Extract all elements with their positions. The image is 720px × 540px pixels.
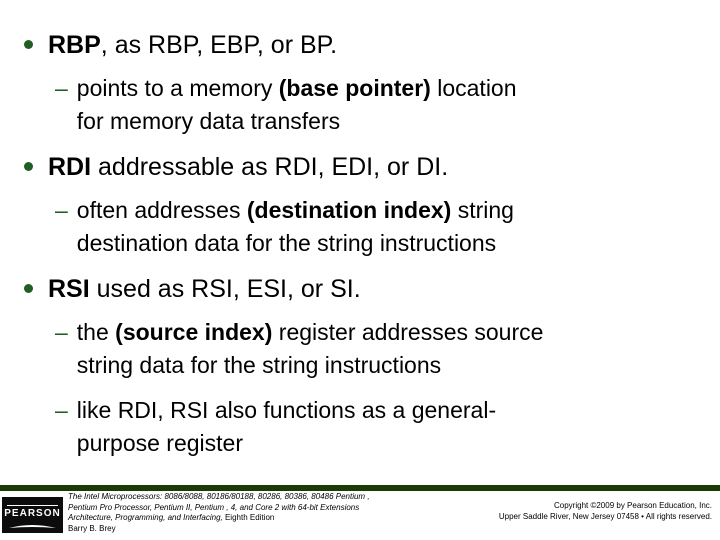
slide-body: RBP, as RBP, EBP, or BP. – points to a m… (22, 28, 682, 472)
sub-item-source-index: – the (source index) register addresses … (55, 316, 682, 382)
sub-item-general-purpose: – like RDI, RSI also functions as a gene… (55, 394, 682, 460)
book-edition: Eighth Edition (222, 513, 275, 522)
sub-text: the (source index) register addresses so… (77, 316, 547, 382)
dash-icon: – (55, 197, 68, 223)
bullet-item-rdi: RDI addressable as RDI, EDI, or DI. (22, 150, 682, 184)
bullet-text: RDI addressable as RDI, EDI, or DI. (48, 150, 448, 184)
bullet-text: RBP, as RBP, EBP, or BP. (48, 28, 337, 62)
sub-text-pre: like RDI, RSI also functions as a genera… (76, 397, 497, 456)
footer-divider-bar (0, 485, 720, 491)
sub-item-destination-index: – often addresses (destination index) st… (55, 194, 682, 260)
sub-text-bold: (source index) (115, 319, 273, 345)
dash-icon: – (55, 319, 68, 345)
sub-text: points to a memory (base pointer) locati… (77, 72, 547, 138)
sub-text: often addresses (destination index) stri… (77, 194, 547, 260)
copyright-line1: Copyright ©2009 by Pearson Education, In… (554, 501, 712, 510)
sub-text-post: string destination data for the string i… (76, 197, 514, 256)
sub-item-base-pointer: – points to a memory (base pointer) loca… (55, 72, 682, 138)
pearson-swoosh-icon (9, 525, 56, 528)
bullet-dot-icon (24, 284, 33, 293)
sub-text-bold: (destination index) (246, 197, 452, 223)
sub-text-post: location for memory data transfers (76, 75, 517, 134)
sub-text: like RDI, RSI also functions as a genera… (77, 394, 547, 460)
bullet-rest: addressable as RDI, EDI, or DI. (91, 153, 449, 181)
footer-copyright: Copyright ©2009 by Pearson Education, In… (499, 500, 712, 522)
copyright-line2: Upper Saddle River, New Jersey 07458 • A… (498, 512, 712, 521)
bullet-item-rbp: RBP, as RBP, EBP, or BP. (22, 28, 682, 62)
dash-icon: – (55, 75, 68, 101)
bullet-rest: used as RSI, ESI, or SI. (89, 275, 361, 303)
bullet-rest: , as RBP, EBP, or BP. (100, 31, 338, 59)
sub-text-post: register addresses source string data fo… (76, 319, 544, 378)
book-subtitle-italic: Architecture, Programming, and Interfaci… (68, 513, 223, 522)
bullet-text: RSI used as RSI, ESI, or SI. (48, 272, 361, 306)
sub-text-pre: often addresses (76, 197, 247, 223)
bullet-keyword: RSI (48, 275, 90, 303)
pearson-logo: PEARSON (2, 497, 63, 533)
book-title-line1: The Intel Microprocessors: 8086/8088, 80… (68, 492, 370, 501)
sub-text-pre: points to a memory (76, 75, 279, 101)
bullet-keyword: RBP (48, 31, 101, 59)
bullet-item-rsi: RSI used as RSI, ESI, or SI. (22, 272, 682, 306)
sub-text-bold: (base pointer) (278, 75, 431, 101)
bullet-dot-icon (24, 162, 33, 171)
sub-text-pre: the (76, 319, 116, 345)
book-title-line2: Pentium Pro Processor, Pentium II, Penti… (68, 502, 360, 512)
footer-book-reference: The Intel Microprocessors: 8086/8088, 80… (68, 492, 370, 534)
pearson-logo-line (7, 505, 58, 506)
dash-icon: – (55, 397, 68, 423)
book-title-line3: Architecture, Programming, and Interfaci… (68, 513, 370, 524)
book-author: Barry B. Brey (68, 523, 116, 533)
bullet-dot-icon (24, 40, 33, 49)
pearson-logo-text: PEARSON (4, 508, 61, 519)
bullet-keyword: RDI (48, 153, 92, 181)
